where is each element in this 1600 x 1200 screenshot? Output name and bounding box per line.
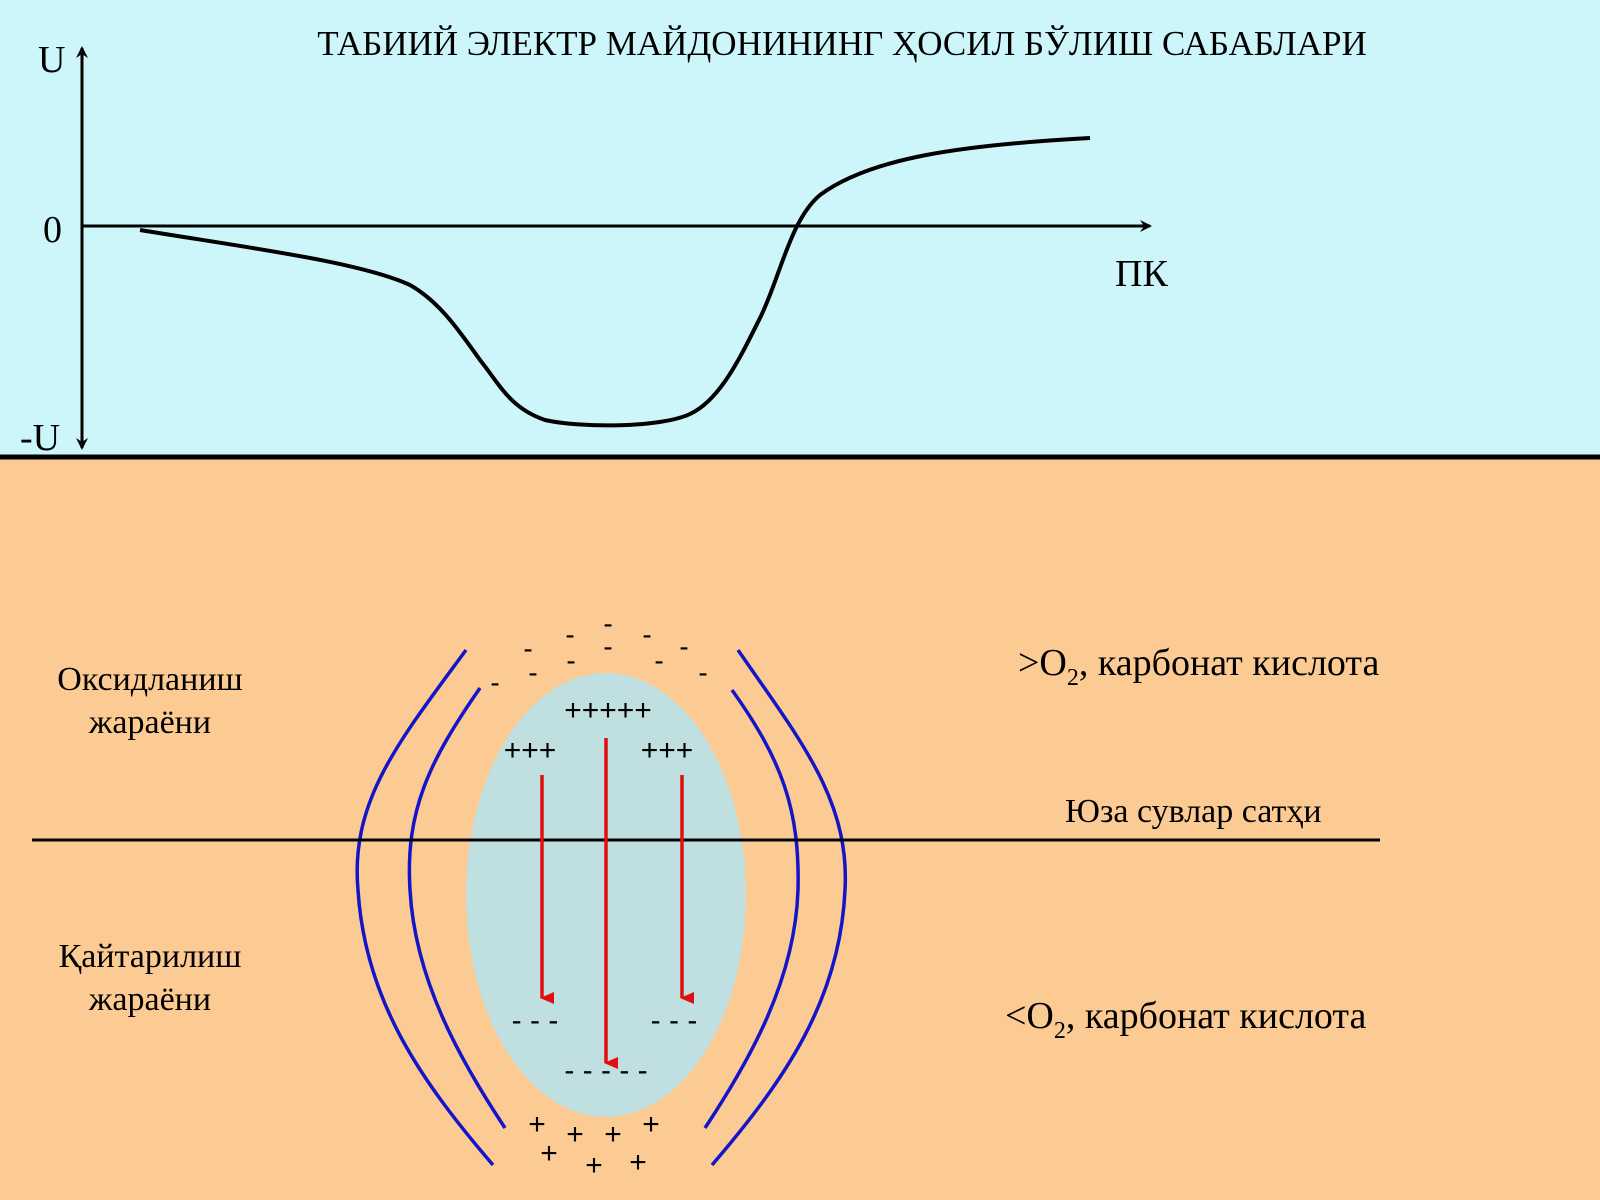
- lower-environment-label: <O2, карбонат кислота: [1005, 995, 1366, 1044]
- groundwater-level-label: Юза сувлар сатҳи: [1065, 793, 1322, 830]
- current-arrows: [540, 738, 694, 1069]
- negative-charge-outer: -: [603, 631, 612, 662]
- positive-charges-top-right: +++: [641, 734, 694, 767]
- positive-charge-outer: +: [629, 1146, 647, 1179]
- negative-charge-outer: -: [565, 619, 574, 650]
- lower-env-suffix: , карбонат кислота: [1066, 995, 1367, 1037]
- positive-charge-outer: +: [604, 1118, 622, 1151]
- diagram-title: ТАБИИЙ ЭЛЕКТР МАЙДОНИНИНГ ҲОСИЛ БЎЛИШ СА…: [317, 24, 1367, 63]
- reduction-label-line2: жараёни: [88, 981, 211, 1018]
- positive-charges-top-left: +++: [504, 734, 557, 767]
- ground-background: [0, 457, 1600, 1200]
- sky-background: [0, 0, 1600, 457]
- negative-charges-bottom-right: - - -: [651, 1004, 698, 1037]
- negative-charge-outer: -: [528, 657, 537, 688]
- charges-outside-ore: - - - - - - - - - - - + + + + + + +: [490, 608, 707, 1182]
- negative-charges-bottom-center: - - - - -: [564, 1054, 647, 1087]
- negative-charge-outer: -: [603, 608, 612, 639]
- negative-charge-outer: -: [654, 645, 663, 676]
- negative-charge-outer: -: [698, 657, 707, 688]
- lower-env-subscript: 2: [1054, 1018, 1066, 1044]
- positive-charge-outer: +: [585, 1149, 603, 1182]
- geological-section: Юза сувлар сатҳи +++++ +++ +++ - - - - -…: [32, 608, 1380, 1182]
- upper-env-subscript: 2: [1067, 665, 1079, 691]
- positive-charge-outer: +: [528, 1108, 546, 1141]
- process-labels: Оксидланиш жараёни Қайтарилиш жараёни: [57, 661, 242, 1018]
- negative-charge-outer: -: [679, 631, 688, 662]
- upper-env-prefix: >O: [1018, 642, 1067, 684]
- positive-charge-outer: +: [566, 1118, 584, 1151]
- reduction-label-line1: Қайтарилиш: [59, 938, 242, 975]
- negative-charge-outer: -: [490, 667, 499, 698]
- field-line-right-outer: [710, 649, 848, 1167]
- positive-charge-outer: +: [540, 1137, 558, 1170]
- lower-env-prefix: <O: [1005, 995, 1054, 1037]
- negative-charges-bottom-left: - - -: [512, 1004, 559, 1037]
- positive-charge-outer: +: [642, 1108, 660, 1141]
- negative-charge-outer: -: [642, 619, 651, 650]
- field-line-right-inner: [703, 688, 800, 1129]
- negative-charge-outer: -: [523, 633, 532, 664]
- y-axis-label-negative: -U: [20, 417, 60, 459]
- potential-graph: U -U 0 ПК: [20, 39, 1168, 459]
- field-line-left-inner: [407, 687, 507, 1129]
- zero-label: 0: [43, 209, 62, 251]
- upper-env-suffix: , карбонат кислота: [1079, 642, 1380, 684]
- oxidation-label-line1: Оксидланиш: [57, 661, 242, 698]
- field-lines: [355, 648, 848, 1167]
- x-axis-label: ПК: [1115, 253, 1168, 295]
- positive-charges-top-center: +++++: [564, 694, 652, 727]
- field-line-left-outer: [355, 648, 495, 1167]
- charges-inside-ore: +++++ +++ +++ - - - - - - - - - - -: [504, 694, 698, 1087]
- y-axis-label-positive: U: [38, 39, 65, 81]
- oxidation-label-line2: жараёни: [88, 704, 211, 741]
- negative-charge-outer: -: [566, 645, 575, 676]
- self-potential-curve: [139, 136, 1091, 428]
- upper-environment-label: >O2, карбонат кислота: [1018, 642, 1379, 691]
